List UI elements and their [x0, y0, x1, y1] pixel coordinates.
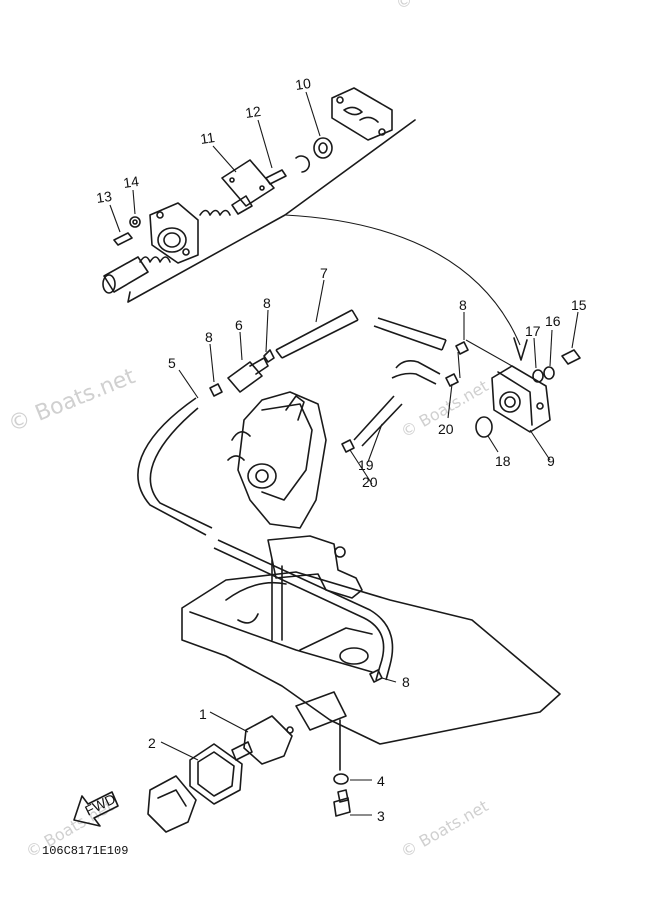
callout-9: 9 [547, 453, 555, 469]
assembly-arrow [513, 337, 528, 361]
callout-7: 7 [320, 265, 328, 281]
carburetor [227, 391, 363, 641]
lower-housing [181, 571, 561, 771]
callout-11: 11 [199, 129, 216, 147]
callout-17: 17 [525, 323, 541, 339]
callout-numbers: 1 2 3 4 5 6 7 8 8 8 8 9 10 11 12 13 14 1… [95, 75, 587, 824]
watermark-left: © Boats.net [5, 364, 139, 438]
callout-14: 14 [122, 173, 140, 191]
fuel-pump [475, 349, 581, 438]
pump-exploded-view [102, 87, 416, 303]
callout-8-c: 8 [459, 297, 467, 313]
callout-8-a: 8 [205, 329, 213, 345]
fuel-hoses [137, 309, 447, 681]
callout-4: 4 [377, 773, 385, 789]
callout-3: 3 [377, 808, 385, 824]
watermark-top-right: © Boats.net [393, 0, 487, 13]
callout-16: 16 [545, 313, 561, 329]
callout-5: 5 [168, 355, 176, 371]
leader-lines [109, 91, 579, 816]
callout-15: 15 [571, 297, 587, 313]
fuel-connector [147, 715, 351, 833]
callout-6: 6 [235, 317, 243, 333]
callout-1: 1 [199, 706, 207, 722]
callout-2: 2 [148, 735, 156, 751]
callout-18: 18 [495, 453, 511, 469]
callout-8-d: 8 [402, 674, 410, 690]
drawing-code: 106C8171E109 [42, 844, 128, 858]
watermark-bottom-right: © Boats.net [398, 796, 492, 861]
assembly-leader [284, 214, 521, 346]
callout-20-b: 20 [362, 474, 378, 490]
callout-20-a: 20 [438, 421, 454, 437]
callout-12: 12 [244, 103, 262, 121]
callout-19: 19 [358, 457, 374, 473]
callout-8-b: 8 [263, 295, 271, 311]
callout-13: 13 [95, 188, 113, 206]
fuel-joint [227, 357, 269, 393]
callout-10: 10 [294, 75, 312, 93]
hose-clips [209, 341, 469, 683]
